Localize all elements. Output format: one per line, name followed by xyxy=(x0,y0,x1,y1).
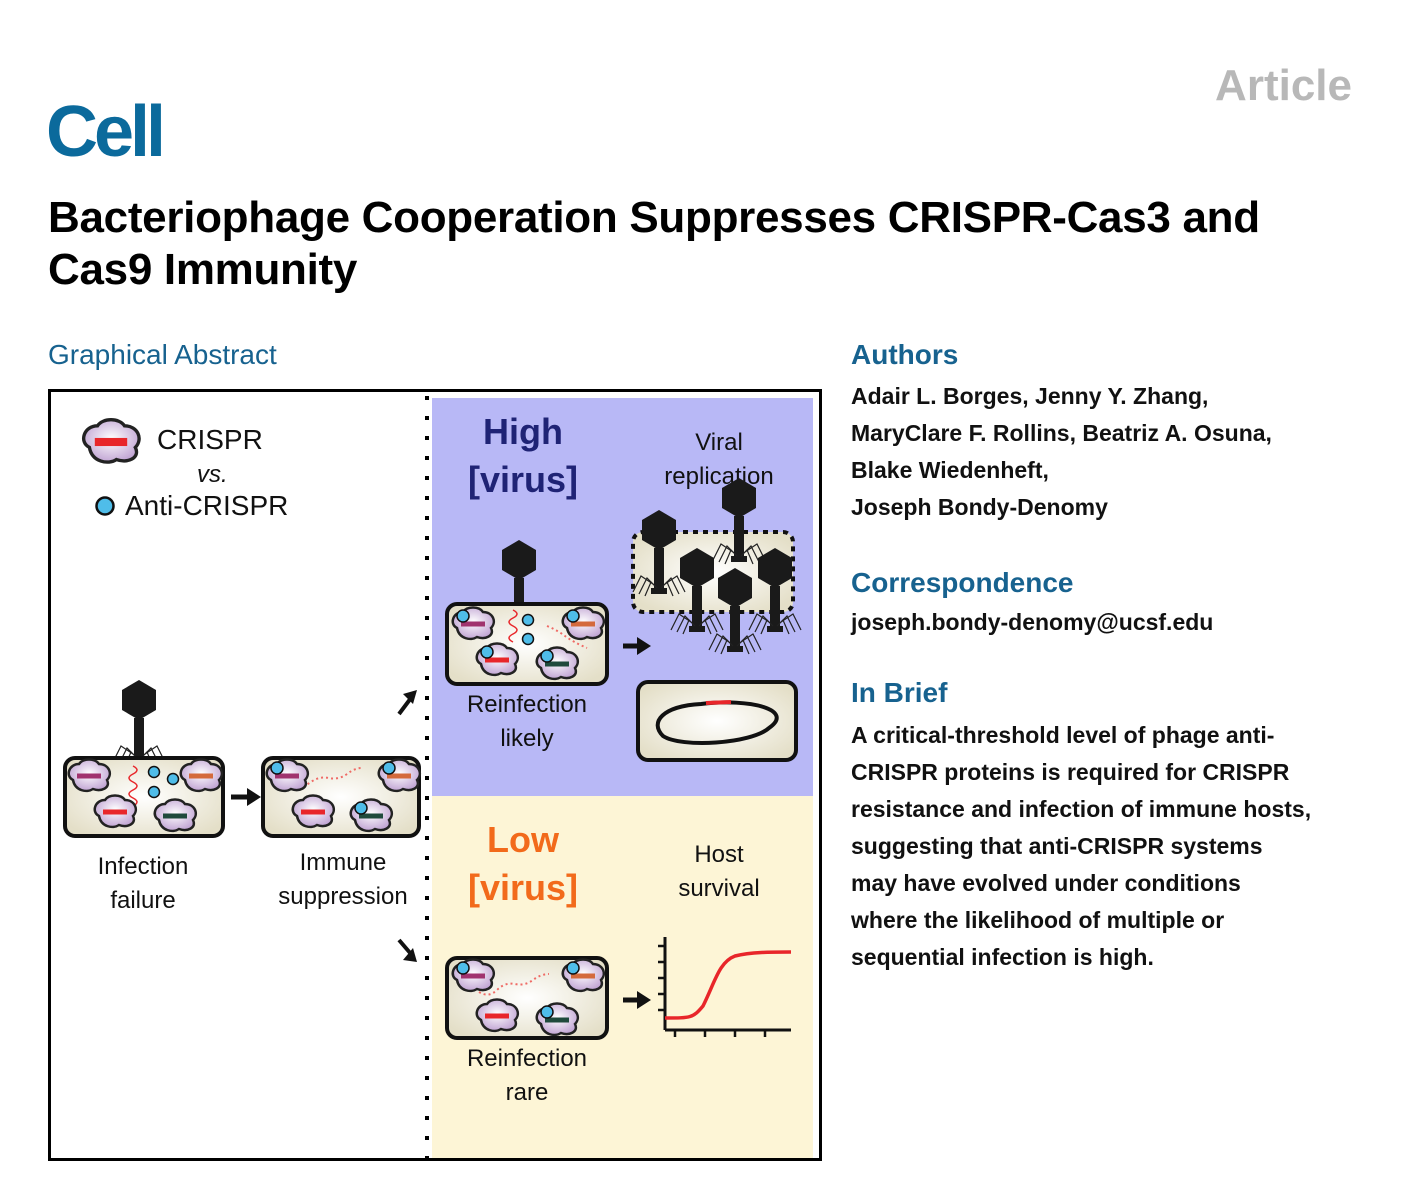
viral-replication-cell xyxy=(631,477,802,655)
authors-list: Adair L. Borges, Jenny Y. Zhang, MaryCla… xyxy=(851,378,1371,526)
arrow-right-icon xyxy=(623,637,651,655)
infection-failure-cell xyxy=(63,679,225,838)
survival-curve-icon xyxy=(658,937,792,1037)
in-brief-line: where the likelihood of multiple or xyxy=(851,907,1225,933)
arrow-right-icon xyxy=(623,991,651,1009)
legend-vs-label: vs. xyxy=(197,461,228,488)
high-virus-title-line2: [virus] xyxy=(468,459,578,500)
in-brief-line: may have evolved under conditions xyxy=(851,870,1241,896)
host-survival-label-line2: survival xyxy=(678,875,759,902)
viral-replication-label-line2: replication xyxy=(664,463,773,490)
article-title: Bacteriophage Cooperation Suppresses CRI… xyxy=(48,193,1260,294)
reinfection-likely-label-line1: Reinfection xyxy=(467,691,587,718)
author-line: Adair L. Borges, Jenny Y. Zhang, xyxy=(851,383,1209,409)
in-brief-line: A critical-threshold level of phage anti… xyxy=(851,722,1275,748)
arrow-right-icon xyxy=(231,788,261,806)
in-brief-heading: In Brief xyxy=(851,677,948,708)
authors-heading: Authors xyxy=(851,339,959,370)
legend-anti-crispr-label: Anti-CRISPR xyxy=(125,490,288,521)
in-brief-text: A critical-threshold level of phage anti… xyxy=(851,717,1361,976)
cell-with-genome xyxy=(636,680,798,762)
author-line: MaryClare F. Rollins, Beatriz A. Osuna, xyxy=(851,420,1272,446)
in-brief-line: suggesting that anti-CRISPR systems xyxy=(851,833,1263,859)
high-virus-title-line1: High xyxy=(483,411,563,452)
correspondence-heading: Correspondence xyxy=(851,567,1074,598)
crispr-legend-icon xyxy=(81,418,141,464)
immune-suppression-label-line1: Immune xyxy=(300,849,387,876)
host-survival-label-line1: Host xyxy=(694,841,744,868)
reinfection-likely-label-line2: likely xyxy=(500,725,553,752)
reinfection-rare-label-line2: rare xyxy=(506,1079,549,1106)
reinfection-likely-cell xyxy=(445,539,609,686)
low-virus-title-line2: [virus] xyxy=(468,867,578,908)
arrow-up-right-icon xyxy=(397,690,417,716)
in-brief-line: sequential infection is high. xyxy=(851,944,1154,970)
journal-logo: Cell xyxy=(46,92,166,172)
infection-failure-label-line2: failure xyxy=(110,887,175,914)
correspondence-email[interactable]: joseph.bondy-denomy@ucsf.edu xyxy=(851,609,1214,635)
low-virus-title-line1: Low xyxy=(487,819,560,860)
infection-failure-label-line1: Infection xyxy=(98,853,189,880)
legend-crispr-label: CRISPR xyxy=(157,424,263,455)
phage-icon xyxy=(112,679,166,767)
author-line: Joseph Bondy-Denomy xyxy=(851,494,1108,520)
reinfection-rare-label-line1: Reinfection xyxy=(467,1045,587,1072)
immune-suppression-cell xyxy=(261,756,422,838)
legend: CRISPR vs. Anti-CRISPR xyxy=(81,418,288,521)
graphical-abstract-figure: CRISPR vs. Anti-CRISPR Infection failure xyxy=(48,389,822,1161)
reinfection-rare-cell xyxy=(445,956,609,1040)
immune-suppression-label-line2: suppression xyxy=(278,883,407,910)
in-brief-line: resistance and infection of immune hosts… xyxy=(851,796,1312,822)
arrow-down-right-icon xyxy=(397,938,417,962)
anti-crispr-legend-icon xyxy=(95,496,115,516)
graphical-abstract-heading: Graphical Abstract xyxy=(48,339,277,370)
viral-replication-label-line1: Viral xyxy=(695,429,743,456)
in-brief-line: CRISPR proteins is required for CRISPR xyxy=(851,759,1290,785)
author-line: Blake Wiedenheft, xyxy=(851,457,1049,483)
article-type-label: Article xyxy=(1215,61,1352,110)
